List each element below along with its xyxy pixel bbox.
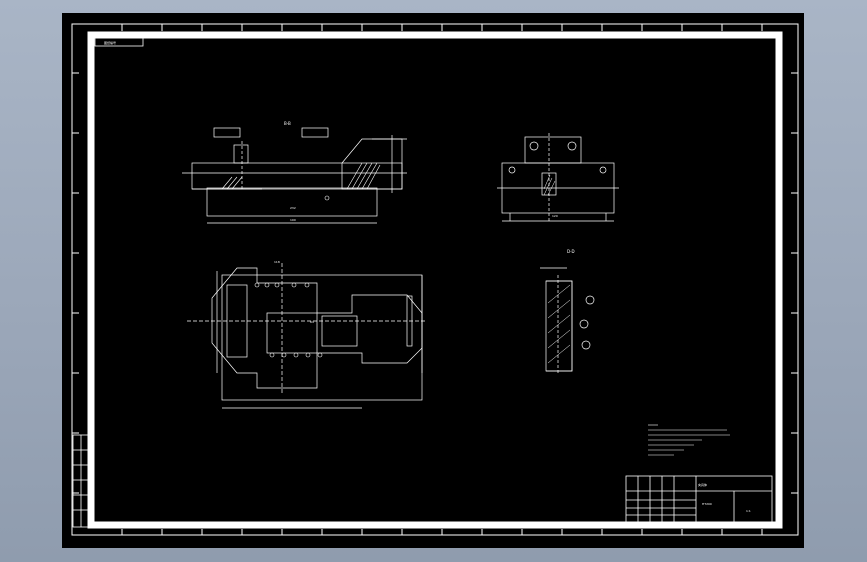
title-block-scale: 1:1 [746,509,751,513]
view-elevation-right [497,133,619,223]
zone-ticks-left [72,72,79,494]
cad-drawing: 图纸编号 B-B 232 190 [71,23,799,536]
view-plan-bottom-left [187,263,427,409]
hatch-section-1 [221,162,381,190]
title-block [625,475,773,523]
hatch-side-right [547,284,571,364]
dim-label-4: 118 [274,260,280,264]
dim-label-1: 232 [290,206,296,210]
dim-label-5: 64 [310,320,314,324]
view-section-top-left: B-B [182,121,407,224]
sheet-inner-border [87,31,783,529]
holes-plan [254,282,323,358]
sheet-outer-border [71,23,799,536]
section-label-top: B-B [284,121,291,126]
drawing-viewport[interactable]: 图纸编号 B-B 232 190 [62,13,804,548]
drawing-code-box [94,37,144,47]
technical-notes [648,424,730,456]
drawing-code-text: 图纸编号 [104,40,116,45]
dim-label-3: 120 [552,214,558,218]
dim-label-2: 190 [290,218,296,222]
hole-section-1 [324,195,330,201]
title-block-material: HT200 [702,502,712,506]
view-side-right [540,267,595,375]
zone-ticks-right [791,72,798,494]
zone-ticks-top [121,24,763,31]
title-block-name: 夹具体 [698,482,707,487]
side-revision-table [72,434,90,528]
zone-ticks-bottom [121,529,763,535]
view-label-right: D-D [567,249,575,254]
hatch-elevation [543,174,556,196]
